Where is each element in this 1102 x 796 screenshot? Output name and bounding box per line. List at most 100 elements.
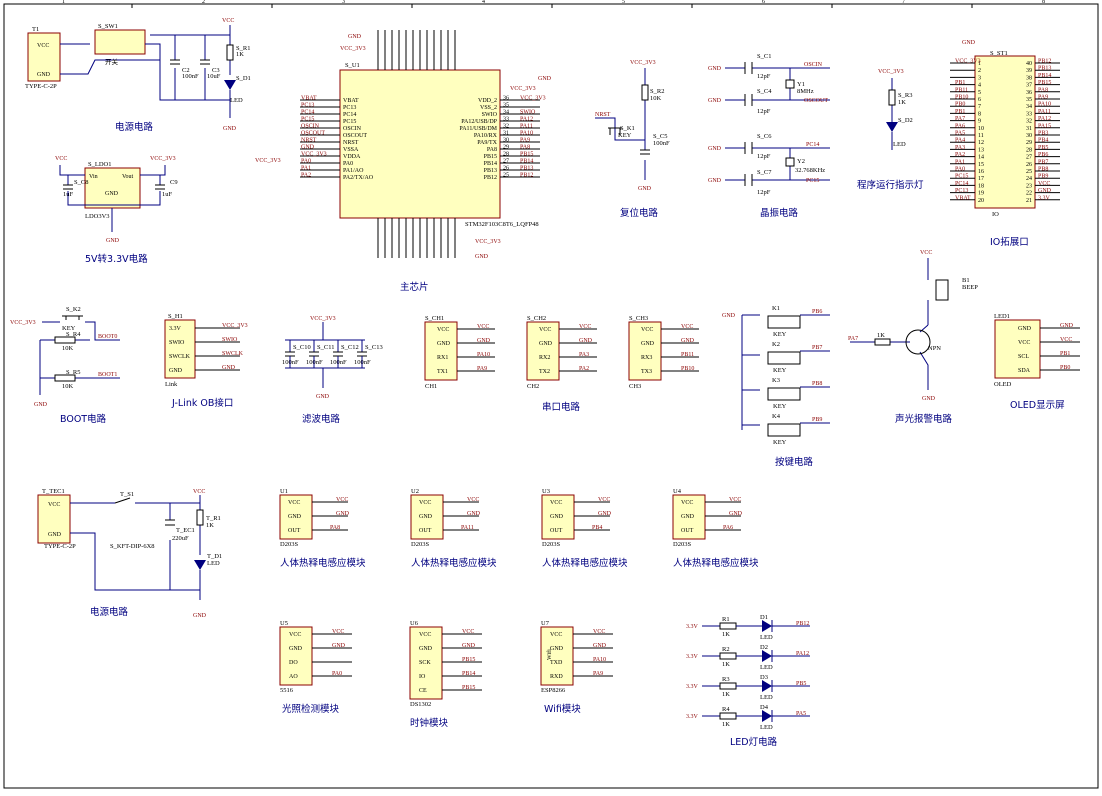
ledc-net: PB5: [796, 681, 806, 687]
section-crystal: 晶振电路: [760, 207, 799, 219]
mcu-right-num: 28: [503, 152, 509, 158]
io-right-num: 40: [1026, 61, 1032, 67]
io-right-net: PB4: [1038, 138, 1048, 144]
mcu-right-num: 25: [503, 173, 509, 179]
section-pir-2: 人体热释电感应模块: [411, 557, 497, 569]
pir-net: PB4: [592, 525, 602, 531]
c7-val: 12pF: [757, 189, 771, 196]
ledc-led-icon: [762, 680, 772, 692]
mcu-left-net: PA2: [301, 173, 311, 179]
serial-pin: RX3: [641, 355, 652, 361]
pir-pin: GND: [681, 514, 695, 520]
mcu-right-pin: PA9/TX: [477, 140, 497, 146]
oled-net: PB1: [1060, 351, 1070, 357]
ledc-d-val: LED: [760, 694, 773, 701]
pir-pin: OUT: [550, 528, 563, 534]
section-ledc: LED灯电路: [730, 736, 778, 748]
ldo-vcc-out: VCC_3V3: [150, 156, 176, 162]
ldo-part: LDO3V3: [85, 213, 110, 220]
io-left-num: 5: [978, 90, 981, 96]
io-left-num: 12: [978, 140, 984, 146]
jlink-net: SWIO: [222, 337, 238, 343]
runled-r-ref: S_R3: [898, 92, 912, 99]
pir-module-4: [672, 494, 706, 540]
io-right-net: PA15: [1038, 123, 1051, 129]
module-part: 5516: [280, 687, 294, 694]
gnd-label-d1: GND: [223, 126, 237, 132]
serial-net: PA2: [579, 366, 589, 372]
serial-header-1: [424, 321, 458, 381]
c2-value: 100nF: [182, 73, 199, 80]
mcu-right-net: PA11: [520, 124, 533, 130]
tec1-part: TYPE-C-2P: [44, 543, 76, 550]
oled-ref: LED1: [994, 313, 1010, 320]
ldo-ref: S_LDO1: [88, 161, 111, 168]
section-pir-4: 人体热释电感应模块: [673, 557, 759, 569]
section-power-1: 电源电路: [115, 121, 154, 133]
module-net: PA0: [332, 671, 342, 677]
ledc-r-val: 1K: [722, 661, 730, 668]
io-right-num: 32: [1026, 119, 1032, 125]
mcu-right-num: 36: [503, 96, 509, 102]
oled-body: [994, 319, 1041, 379]
serial-pin: RX2: [539, 355, 550, 361]
keys-circuit: GND 按键电路 K1KEYPB6K2KEYPB7K3KEYPB8K4KEYPB…: [722, 305, 830, 468]
ldo-gnd-pin: GND: [105, 191, 119, 197]
section-filter: 滤波电路: [302, 413, 341, 425]
key-icon: [767, 423, 801, 437]
mcu-left-net: NRST: [301, 138, 317, 144]
mcu-right-pin: VSS_2: [480, 105, 497, 111]
p2-cv: 220uF: [172, 535, 189, 542]
key-net: PB6: [812, 309, 822, 315]
oled-net: PB0: [1060, 365, 1070, 371]
ruler-mark-7: 7: [902, 0, 905, 5]
c3-label: C3: [212, 67, 220, 74]
section-reset: 复位电路: [620, 207, 659, 219]
mcu-left-pin: PA0: [343, 161, 353, 167]
serial-net: PB11: [681, 352, 694, 358]
ledc-d-ref: D3: [760, 674, 768, 681]
io-left-net: PC13: [955, 188, 968, 194]
power-switch-sw1: [94, 29, 146, 55]
serial-net: VCC: [579, 324, 591, 330]
net-oscout: OSCOUT: [804, 98, 828, 104]
mcu-left-net: VBAT: [301, 96, 317, 102]
run-led-icon: [886, 122, 898, 132]
t1-ref: T1: [32, 26, 39, 33]
alarm-gnd: GND: [922, 396, 936, 402]
alarm-q: NPN: [928, 345, 941, 352]
ledc-led-icon: [762, 650, 772, 662]
filter-cap-ref: S_C11: [317, 344, 334, 351]
module-net: PB15: [462, 685, 475, 691]
serial-pin: TX2: [539, 369, 550, 375]
mcu-right-num: 31: [503, 131, 509, 137]
key-icon: [767, 315, 801, 329]
mcu-left-pin: OSCOUT: [343, 133, 367, 139]
boot-circuit: VCC_3V3 S_K2 KEY S_R4 10K S_R5 10K BOOT0…: [10, 306, 120, 425]
jlink-part: Link: [165, 381, 178, 388]
section-serial: 串口电路: [542, 401, 581, 413]
ldo-gnd: GND: [106, 238, 120, 244]
mcu-left-pin: PC15: [343, 119, 356, 125]
section-boot: BOOT电路: [60, 413, 107, 425]
ledc-vcc: 3.3V: [686, 624, 699, 630]
module-ref: U6: [410, 620, 419, 627]
led2-icon: [194, 560, 206, 570]
d1-vcc: VCC: [222, 18, 234, 24]
p2-d: T_D1: [207, 553, 222, 560]
alarm-net: PA7: [848, 336, 858, 342]
mcu-right-pin: PB14: [484, 161, 497, 167]
io-left-net: PA4: [955, 138, 965, 144]
ledc-net: PA12: [796, 651, 809, 657]
io-left-num: 16: [978, 169, 984, 175]
mcu-top-gnd: GND: [348, 34, 362, 40]
filter-cap-val: 100nF: [306, 359, 323, 366]
section-ldo: 5V转3.3V电路: [85, 253, 148, 265]
net-boot1: BOOT1: [98, 372, 117, 378]
io-right-num: 21: [1026, 198, 1032, 204]
c4-val: 12pF: [757, 108, 771, 115]
d1-val: LED: [230, 97, 243, 104]
mcu-left-net: OSCOUT: [301, 131, 325, 137]
